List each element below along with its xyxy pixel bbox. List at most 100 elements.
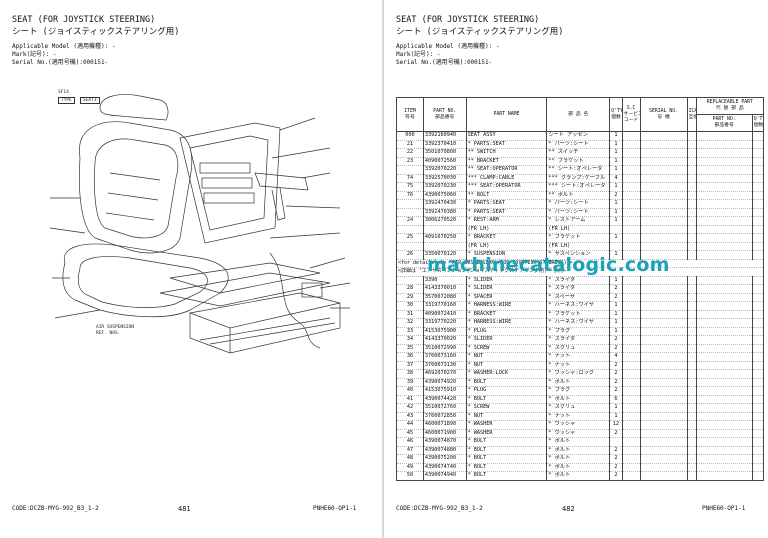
part-no-cell: 4600071900 — [422, 429, 467, 438]
rep-part-no-cell — [695, 437, 753, 446]
part-name-cell: ** BOLT — [465, 191, 548, 200]
ica-cell — [686, 361, 697, 370]
part-no-cell: 3319770160 — [422, 301, 467, 310]
jp-name-cell: ** ブラケット — [546, 157, 611, 166]
serial-cell — [639, 208, 688, 217]
ica-cell — [686, 327, 697, 336]
sc-cell — [621, 344, 641, 353]
jp-name-cell: * ナット — [546, 412, 611, 421]
rep-qty-cell — [751, 131, 765, 140]
qty-cell — [609, 242, 623, 251]
sc-cell — [621, 335, 641, 344]
ica-cell — [686, 395, 697, 404]
rep-part-no-cell — [695, 318, 753, 327]
serial-cell — [639, 182, 688, 191]
rep-qty-cell — [751, 335, 765, 344]
jp-name-cell: * ボルト — [546, 378, 611, 387]
table-note-row: <for details see "AIR SUSPENSION (FOR JO… — [396, 259, 764, 268]
rep-qty-cell — [751, 293, 765, 302]
item-cell: 31 — [396, 310, 424, 319]
ica-cell — [686, 225, 697, 234]
serial-cell — [639, 327, 688, 336]
jp-name-cell: * スペーサ — [546, 293, 611, 302]
rep-part-no-cell — [695, 420, 753, 429]
part-no-cell: 4090072560 — [422, 157, 467, 166]
item-cell — [396, 208, 424, 217]
rep-qty-cell — [751, 437, 765, 446]
figure-tag-code: SEAT3 — [80, 97, 100, 104]
part-name-cell: * BOLT — [465, 454, 548, 463]
rep-qty-cell — [751, 361, 765, 370]
part-no-cell: 4153075900 — [422, 327, 467, 336]
serial-cell — [639, 199, 688, 208]
rep-qty-cell — [751, 429, 765, 438]
qty-cell: 2 — [609, 463, 623, 472]
page-title-en: SEAT (FOR JOYSTICK STEERING) — [12, 15, 156, 25]
ica-cell — [686, 208, 697, 217]
rep-qty-cell — [751, 327, 765, 336]
ica-cell — [686, 318, 697, 327]
item-cell: 38 — [396, 369, 424, 378]
serial-cell — [639, 344, 688, 353]
qty-cell: 1 — [609, 199, 623, 208]
part-name-cell: * BRACKET — [465, 233, 548, 242]
serial-cell — [639, 463, 688, 472]
sc-cell — [621, 191, 641, 200]
rep-part-no-cell — [695, 378, 753, 387]
seat-drawing — [49, 94, 351, 354]
rep-part-no-cell — [695, 233, 753, 242]
part-name-cell: * REST:ARM — [465, 216, 548, 225]
qty-cell: 12 — [609, 420, 623, 429]
rep-qty-cell — [751, 208, 765, 217]
part-name-cell: * BOLT — [465, 463, 548, 472]
rep-part-no-cell — [695, 293, 753, 302]
ica-cell — [686, 437, 697, 446]
sc-cell — [621, 310, 641, 319]
serial-cell — [639, 276, 688, 285]
rep-qty-cell — [751, 140, 765, 149]
jp-name-cell: * ボルト — [546, 446, 611, 455]
sc-cell — [621, 157, 641, 166]
part-name-cell: *** SEAT:OPERATOR — [465, 182, 548, 191]
jp-name-cell: (FR LH) — [546, 242, 611, 251]
jp-name-cell: * ブラケット — [546, 233, 611, 242]
rep-part-no-cell — [695, 216, 753, 225]
rep-part-no-cell — [695, 463, 753, 472]
qty-cell: 1 — [609, 412, 623, 421]
jp-name-cell: * パーツ:シート — [546, 199, 611, 208]
rep-qty-cell — [751, 352, 765, 361]
jp-name-cell: * パーツ:シート — [546, 208, 611, 217]
qty-cell: 2 — [609, 471, 623, 481]
item-cell: 29 — [396, 293, 424, 302]
item-cell: 49 — [396, 463, 424, 472]
rep-part-no-cell — [695, 403, 753, 412]
part-name-cell: (FR LH) — [465, 242, 548, 251]
jp-name-cell: * ワッシャ:ロック — [546, 369, 611, 378]
part-no-cell — [422, 242, 467, 251]
rep-qty-cell — [751, 182, 765, 191]
item-cell: 74 — [396, 174, 424, 183]
rep-part-no-cell — [695, 471, 753, 481]
rep-qty-cell — [751, 318, 765, 327]
jp-name-cell: * スライダ — [546, 335, 611, 344]
jp-name-cell: * ボルト — [546, 395, 611, 404]
serial-cell — [639, 403, 688, 412]
jp-name-cell: * パーツ:シート — [546, 140, 611, 149]
note-text: <詳細は "エアサスペンション(ジョイスティックステアリング用)" 参照> — [396, 267, 764, 276]
part-name-cell: ** BRACKET — [465, 157, 548, 166]
rep-part-no-cell — [695, 182, 753, 191]
part-no-cell — [422, 225, 467, 234]
rep-qty-cell — [751, 378, 765, 387]
table-note-row: <詳細は "エアサスペンション(ジョイスティックステアリング用)" 参照> — [396, 267, 764, 276]
rep-part-no-cell — [695, 157, 753, 166]
sc-cell — [621, 276, 641, 285]
